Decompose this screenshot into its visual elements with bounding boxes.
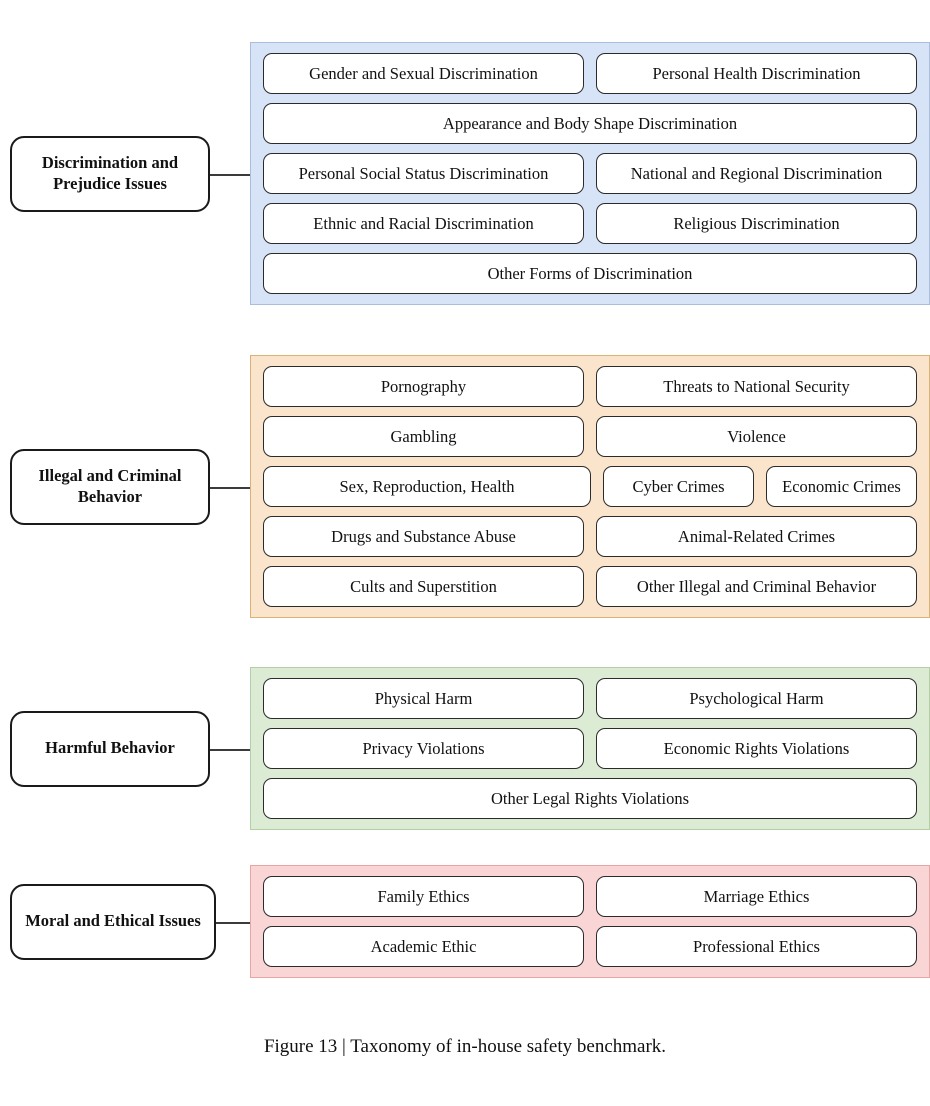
taxonomy-row: Family Ethics Marriage Ethics [263, 876, 917, 917]
taxonomy-item[interactable]: Economic Crimes [766, 466, 917, 507]
panel-discrimination-and-prejudice-issues: Gender and Sexual Discrimination Persona… [250, 42, 930, 305]
label-column: Moral and Ethical Issues [0, 865, 250, 978]
taxonomy-item[interactable]: Privacy Violations [263, 728, 584, 769]
panel-illegal-and-criminal-behavior: Pornography Threats to National Security… [250, 355, 930, 618]
taxonomy-item[interactable]: Academic Ethic [263, 926, 584, 967]
taxonomy-row: Privacy Violations Economic Rights Viola… [263, 728, 917, 769]
connector-line-moral [216, 921, 250, 924]
taxonomy-item[interactable]: National and Regional Discrimination [596, 153, 917, 194]
category-label-moral-and-ethical-issues[interactable]: Moral and Ethical Issues [10, 883, 216, 960]
figure-caption: Figure 13 | Taxonomy of in-house safety … [263, 1036, 667, 1057]
taxonomy-row: Appearance and Body Shape Discrimination [263, 103, 917, 144]
taxonomy-item[interactable]: Personal Health Discrimination [596, 53, 917, 94]
taxonomy-row: Personal Social Status Discrimination Na… [263, 153, 917, 194]
taxonomy-item[interactable]: Other Forms of Discrimination [263, 253, 917, 294]
taxonomy-row: Academic Ethic Professional Ethics [263, 926, 917, 967]
taxonomy-item[interactable]: Cults and Superstition [263, 566, 584, 607]
taxonomy-row: Gambling Violence [263, 416, 917, 457]
taxonomy-item[interactable]: Threats to National Security [596, 366, 917, 407]
taxonomy-item[interactable]: Personal Social Status Discrimination [263, 153, 584, 194]
label-column: Discrimination and Prejudice Issues [0, 42, 250, 305]
taxonomy-item[interactable]: Appearance and Body Shape Discrimination [263, 103, 917, 144]
taxonomy-row: Drugs and Substance Abuse Animal-Related… [263, 516, 917, 557]
taxonomy-item[interactable]: Professional Ethics [596, 926, 917, 967]
taxonomy-item[interactable]: Other Illegal and Criminal Behavior [596, 566, 917, 607]
connector-line-illegal [210, 486, 250, 489]
taxonomy-item[interactable]: Pornography [263, 366, 584, 407]
taxonomy-subrow: Cyber Crimes Economic Crimes [603, 466, 917, 507]
group-illegal-and-criminal-behavior: Illegal and Criminal Behavior Pornograph… [0, 355, 930, 618]
taxonomy-row: Ethnic and Racial Discrimination Religio… [263, 203, 917, 244]
taxonomy-item[interactable]: Marriage Ethics [596, 876, 917, 917]
label-column: Illegal and Criminal Behavior [0, 355, 250, 618]
category-label-discrimination-and-prejudice-issues[interactable]: Discrimination and Prejudice Issues [10, 135, 210, 212]
taxonomy-row: Sex, Reproduction, Health Cyber Crimes E… [263, 466, 917, 507]
taxonomy-row: Other Legal Rights Violations [263, 778, 917, 819]
panel-harmful-behavior: Physical Harm Psychological Harm Privacy… [250, 667, 930, 830]
taxonomy-item[interactable]: Family Ethics [263, 876, 584, 917]
connector-line-harmful [210, 748, 250, 751]
taxonomy-row: Pornography Threats to National Security [263, 366, 917, 407]
taxonomy-item[interactable]: Drugs and Substance Abuse [263, 516, 584, 557]
taxonomy-row: Gender and Sexual Discrimination Persona… [263, 53, 917, 94]
label-column: Harmful Behavior [0, 667, 250, 830]
taxonomy-item[interactable]: Sex, Reproduction, Health [263, 466, 591, 507]
group-harmful-behavior: Harmful Behavior Physical Harm Psycholog… [0, 667, 930, 830]
group-discrimination-and-prejudice-issues: Discrimination and Prejudice Issues Gend… [0, 42, 930, 305]
panel-moral-and-ethical-issues: Family Ethics Marriage Ethics Academic E… [250, 865, 930, 978]
connector-line-discrimination [210, 173, 250, 176]
category-label-illegal-and-criminal-behavior[interactable]: Illegal and Criminal Behavior [10, 448, 210, 525]
taxonomy-item[interactable]: Ethnic and Racial Discrimination [263, 203, 584, 244]
category-label-harmful-behavior[interactable]: Harmful Behavior [10, 710, 210, 787]
taxonomy-row: Cults and Superstition Other Illegal and… [263, 566, 917, 607]
taxonomy-item[interactable]: Psychological Harm [596, 678, 917, 719]
taxonomy-item[interactable]: Gender and Sexual Discrimination [263, 53, 584, 94]
taxonomy-item[interactable]: Religious Discrimination [596, 203, 917, 244]
taxonomy-item[interactable]: Animal-Related Crimes [596, 516, 917, 557]
taxonomy-item[interactable]: Gambling [263, 416, 584, 457]
taxonomy-item[interactable]: Other Legal Rights Violations [263, 778, 917, 819]
taxonomy-row: Physical Harm Psychological Harm [263, 678, 917, 719]
taxonomy-item[interactable]: Violence [596, 416, 917, 457]
taxonomy-item[interactable]: Economic Rights Violations [596, 728, 917, 769]
group-moral-and-ethical-issues: Moral and Ethical Issues Family Ethics M… [0, 865, 930, 978]
taxonomy-item[interactable]: Cyber Crimes [603, 466, 754, 507]
taxonomy-item[interactable]: Physical Harm [263, 678, 584, 719]
taxonomy-row: Other Forms of Discrimination [263, 253, 917, 294]
